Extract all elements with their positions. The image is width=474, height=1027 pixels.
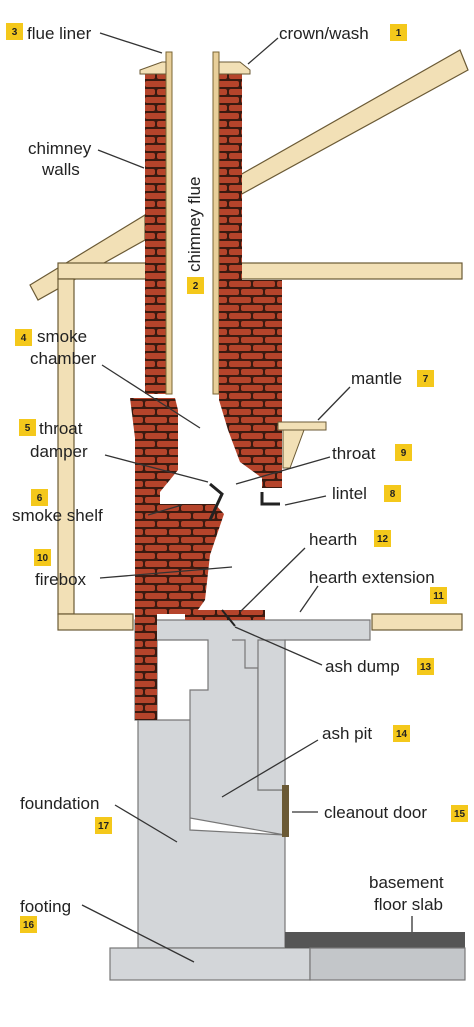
- badge-4: 4: [15, 329, 32, 346]
- svg-text:7: 7: [423, 374, 429, 385]
- leader-footing: [81, 904, 195, 963]
- leader-flue-liner: [99, 32, 163, 54]
- badge-16: 16: [20, 916, 37, 933]
- label-lintel: lintel: [332, 484, 367, 503]
- label-mantle: mantle: [351, 369, 402, 388]
- label-chimney-walls-2: walls: [41, 160, 80, 179]
- label-smoke-chamber-2: chamber: [30, 349, 96, 368]
- svg-text:13: 13: [420, 662, 432, 673]
- label-basement-slab-2: floor slab: [374, 895, 443, 914]
- svg-text:4: 4: [21, 333, 27, 344]
- leader-ash-dump: [234, 626, 323, 666]
- badge-10: 10: [34, 549, 51, 566]
- svg-text:10: 10: [37, 553, 49, 564]
- leader-smoke-chamber: [101, 364, 201, 429]
- svg-text:17: 17: [98, 821, 110, 832]
- leader-firebox: [99, 566, 233, 579]
- leader-throat: [235, 456, 331, 485]
- svg-text:5: 5: [25, 423, 31, 434]
- basement-slab: [309, 947, 466, 981]
- leader-crown: [247, 37, 279, 65]
- lintel-steel: [260, 492, 280, 506]
- svg-text:12: 12: [377, 534, 389, 545]
- svg-text:9: 9: [401, 448, 407, 459]
- leader-mantle: [317, 386, 351, 421]
- attic-joist-left: [57, 262, 147, 280]
- badge-11: 11: [430, 587, 447, 604]
- badge-9: 9: [395, 444, 412, 461]
- svg-text:1: 1: [396, 28, 402, 39]
- svg-text:2: 2: [193, 281, 199, 292]
- leader-hearth-extension: [299, 585, 319, 613]
- svg-text:11: 11: [433, 591, 444, 602]
- badge-7: 7: [417, 370, 434, 387]
- svg-text:14: 14: [396, 729, 408, 740]
- badge-1: 1: [390, 24, 407, 41]
- flue-liner-left: [165, 51, 173, 395]
- badge-6: 6: [31, 489, 48, 506]
- footing-concrete: [109, 947, 311, 981]
- svg-text:3: 3: [12, 27, 18, 38]
- label-chimney-walls-1: chimney: [28, 139, 92, 158]
- smoke-chamber-corbel: [219, 280, 282, 488]
- badge-12: 12: [374, 530, 391, 547]
- cleanout-door: [282, 785, 289, 837]
- label-throat-damper-2: damper: [30, 442, 88, 461]
- ash-pit-right-wall: [257, 639, 286, 791]
- mantle-bracket: [282, 429, 305, 469]
- crown-right: [218, 61, 251, 75]
- roof-rafter-left: [29, 213, 146, 301]
- label-cleanout-door: cleanout door: [324, 803, 427, 822]
- label-ash-pit: ash pit: [322, 724, 372, 743]
- basement-slab-top: [285, 932, 465, 948]
- label-ash-dump: ash dump: [325, 657, 400, 676]
- badge-14: 14: [393, 725, 410, 742]
- label-throat-damper-1: throat: [39, 419, 83, 438]
- firebox-back-wall: [135, 398, 157, 720]
- label-flue-liner: flue liner: [27, 24, 92, 43]
- ash-dump-door: [221, 609, 236, 627]
- badge-3: 3: [6, 23, 23, 40]
- label-throat: throat: [332, 444, 376, 463]
- leader-throat-damper: [104, 454, 209, 483]
- label-hearth: hearth: [309, 530, 357, 549]
- mantle-shelf: [277, 421, 327, 431]
- badge-17: 17: [95, 817, 112, 834]
- label-firebox: firebox: [35, 570, 87, 589]
- leader-hearth: [239, 547, 306, 613]
- label-crown-wash: crown/wash: [279, 24, 369, 43]
- svg-text:15: 15: [454, 809, 466, 820]
- label-foundation: foundation: [20, 794, 99, 813]
- label-hearth-extension: hearth extension: [309, 568, 435, 587]
- badge-8: 8: [384, 485, 401, 502]
- label-smoke-shelf: smoke shelf: [12, 506, 103, 525]
- floor-joist-left: [57, 613, 134, 631]
- leader-foundation: [114, 804, 178, 843]
- badge-15: 15: [451, 805, 468, 822]
- svg-text:6: 6: [37, 493, 43, 504]
- svg-text:16: 16: [23, 920, 35, 931]
- leader-ash-pit: [221, 739, 319, 798]
- label-smoke-chamber-1: smoke: [37, 327, 87, 346]
- floor-joist-right: [371, 613, 463, 631]
- throat-damper: [208, 482, 224, 521]
- flue-liner-right: [212, 51, 220, 395]
- svg-text:8: 8: [390, 489, 396, 500]
- label-basement-slab-1: basement: [369, 873, 444, 892]
- label-chimney-flue: chimney flue: [185, 177, 204, 272]
- badge-5: 5: [19, 419, 36, 436]
- leader-chimney-walls: [97, 149, 145, 169]
- leader-lintel: [284, 495, 327, 506]
- crown-left: [139, 61, 167, 75]
- badge-2: 2: [187, 277, 204, 294]
- label-footing: footing: [20, 897, 71, 916]
- roof-rafter-right: [239, 49, 469, 197]
- attic-joist-right: [239, 262, 463, 280]
- leader-smoke-shelf: [147, 504, 183, 516]
- chimney-wall-left: [145, 72, 167, 394]
- badge-13: 13: [417, 658, 434, 675]
